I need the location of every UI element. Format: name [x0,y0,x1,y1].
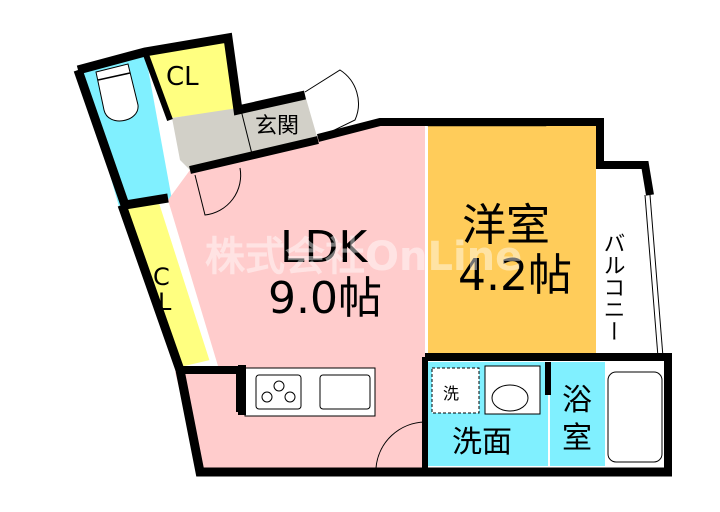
label-closet-left-l: L [158,288,172,316]
room-balcony [598,165,665,357]
label-closet-left-c: C [153,263,170,291]
room-closet-left [122,198,210,368]
label-bathroom-2: 室 [562,421,592,456]
label-ldk-size: 9.0帖 [268,273,382,324]
basin-icon [491,384,529,412]
washer-space [431,367,480,414]
room-closet-top [145,40,238,118]
label-ldk: LDK [280,222,368,273]
label-closet-top: CL [166,62,199,92]
label-bathroom-1: 浴 [562,383,592,418]
room-western [428,125,596,357]
label-entrance: 玄関 [255,114,299,139]
label-western-size: 4.2帖 [458,250,572,301]
label-western: 洋室 [462,200,550,251]
sink-icon [319,374,371,410]
watermark: 株式会社OnLine [205,234,522,280]
room-bathroom [550,362,605,466]
label-balcony: バルコニー [600,232,625,342]
room-entrance [172,95,318,170]
label-washer: 洗 [443,384,459,403]
walls [73,32,672,477]
stove-burner-icon [273,380,285,392]
label-washroom: 洗面 [452,425,512,460]
